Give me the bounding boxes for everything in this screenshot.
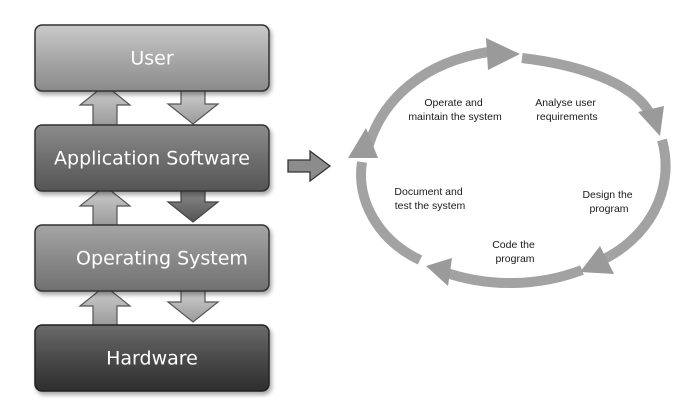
right-arrow-icon (287, 149, 332, 183)
stage-document: Document and test the system (394, 186, 465, 212)
cycle-arrow-right (521, 53, 657, 121)
cycle-arrow-left (356, 161, 423, 265)
hardware-label: Hardware (106, 348, 198, 370)
cycle-arrowhead-bottom-right-icon (580, 246, 614, 274)
user-layer-label: User (130, 48, 173, 70)
hardware-layer: Hardware (34, 324, 270, 392)
cycle-arrow-top (363, 47, 489, 150)
operating-system-label: Operating System (76, 248, 248, 270)
cycle-arrowhead-bottom-icon (426, 258, 452, 286)
stage-operate: Operate and maintain the system (408, 97, 502, 123)
up-arrow-icon (78, 285, 132, 327)
layer-stack: User Application Software Operating Syst… (34, 24, 270, 392)
cycle-arrowhead-left-icon (348, 128, 378, 158)
up-arrow-icon (78, 84, 132, 127)
cycle-arrowhead-right-icon (638, 106, 664, 136)
up-arrow-icon (78, 185, 132, 227)
stage-analyse: Analyse user requirements (535, 97, 599, 123)
cycle-arrowhead-top-icon (486, 38, 520, 70)
application-software-label: Application Software (54, 148, 250, 170)
application-software-layer: Application Software (34, 124, 270, 192)
stage-design: Design the program (582, 189, 635, 215)
cycle-arrow-bottom (442, 265, 584, 288)
user-layer: User (34, 24, 270, 92)
stage-code: Code the program (492, 239, 538, 265)
down-arrow-icon (166, 189, 220, 223)
cycle-arrow-bottom-right (595, 138, 671, 267)
development-cycle: Operate and maintain the system Analyse … (348, 38, 671, 288)
down-arrow-icon (166, 289, 220, 323)
operating-system-layer: Operating System (34, 224, 270, 292)
down-arrow-icon (166, 89, 220, 125)
